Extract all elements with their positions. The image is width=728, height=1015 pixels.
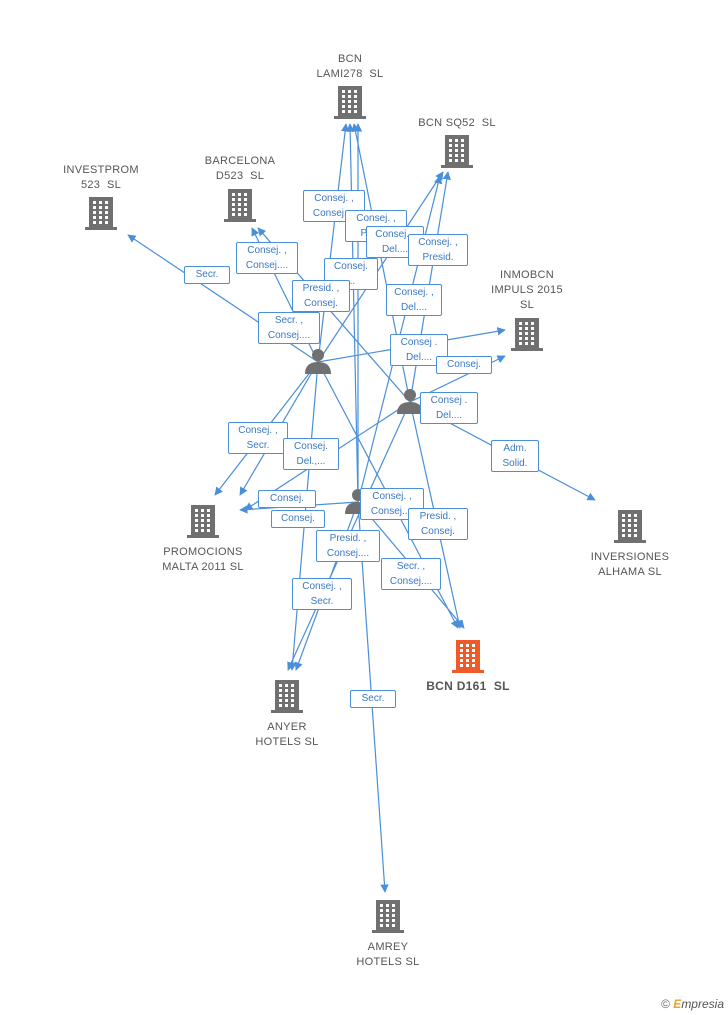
relation-label[interactable]: Secr. , Consej.... xyxy=(258,312,320,344)
copyright-symbol: © xyxy=(661,997,670,1011)
brand-logo-text: mpresia xyxy=(681,997,724,1011)
company-label[interactable]: INMOBCN IMPULS 2015 SL xyxy=(491,269,563,311)
relation-label[interactable]: Adm. Solid. xyxy=(491,440,539,472)
company-label[interactable]: BCN D161 SL xyxy=(426,679,510,693)
building-icon[interactable] xyxy=(271,680,303,713)
relation-label[interactable]: Secr. xyxy=(184,266,230,284)
relation-label[interactable]: Consej. , Secr. xyxy=(228,422,288,454)
building-icon[interactable] xyxy=(85,197,117,230)
relation-edge xyxy=(317,123,350,363)
company-label[interactable]: BARCELONA D523 SL xyxy=(204,155,276,182)
relation-edge xyxy=(345,123,359,503)
relation-label[interactable]: Secr. , Consej.... xyxy=(381,558,441,590)
relation-label[interactable]: Presid. , Consej.... xyxy=(316,530,380,562)
person-icon[interactable] xyxy=(397,389,423,414)
relation-label[interactable]: Presid. , Consej. xyxy=(408,508,468,540)
footer-brand: © Empresia xyxy=(661,997,724,1011)
company-label[interactable]: INVESTPROM 523 SL xyxy=(63,164,139,191)
company-label[interactable]: PROMOCIONS MALTA 2011 SL xyxy=(162,546,244,573)
building-icon[interactable] xyxy=(224,189,256,222)
company-label[interactable]: BCN LAMI278 SL xyxy=(316,53,384,80)
relation-label[interactable]: Consej . Del.... xyxy=(420,392,478,424)
relation-label[interactable]: Consej. , Consej.... xyxy=(236,242,298,274)
building-icon[interactable] xyxy=(441,135,473,168)
relation-label[interactable]: Consej. xyxy=(436,356,492,374)
building-icon[interactable] xyxy=(372,900,404,933)
company-label[interactable]: INVERSIONES ALHAMA SL xyxy=(590,551,670,578)
relation-label[interactable]: Consej. , Secr. xyxy=(292,578,352,610)
building-icon[interactable] xyxy=(614,510,646,543)
relation-label[interactable]: Consej. xyxy=(258,490,316,508)
brand-logo: Empresia xyxy=(673,997,724,1011)
relation-edge xyxy=(317,171,444,363)
company-label[interactable]: ANYER HOTELS SL xyxy=(255,721,319,748)
building-icon[interactable] xyxy=(511,318,543,351)
company-label[interactable]: BCN SQ52 SL xyxy=(418,117,496,129)
person-icon[interactable] xyxy=(305,349,331,374)
building-icon[interactable] xyxy=(452,640,484,673)
relation-label[interactable]: Consej. xyxy=(271,510,325,528)
relation-label[interactable]: Consej. , Del.... xyxy=(386,284,442,316)
company-label[interactable]: AMREY HOTELS SL xyxy=(356,941,420,968)
relation-label[interactable]: Secr. xyxy=(350,690,396,708)
relation-label[interactable]: Consej. , Presid. xyxy=(408,234,468,266)
building-icon[interactable] xyxy=(187,505,219,538)
building-icon[interactable] xyxy=(334,86,366,119)
nodes-layer xyxy=(85,86,646,933)
relation-label[interactable]: Presid. , Consej. xyxy=(292,280,350,312)
brand-logo-initial: E xyxy=(673,997,682,1011)
relation-label[interactable]: Consej. Del.,... xyxy=(283,438,339,470)
